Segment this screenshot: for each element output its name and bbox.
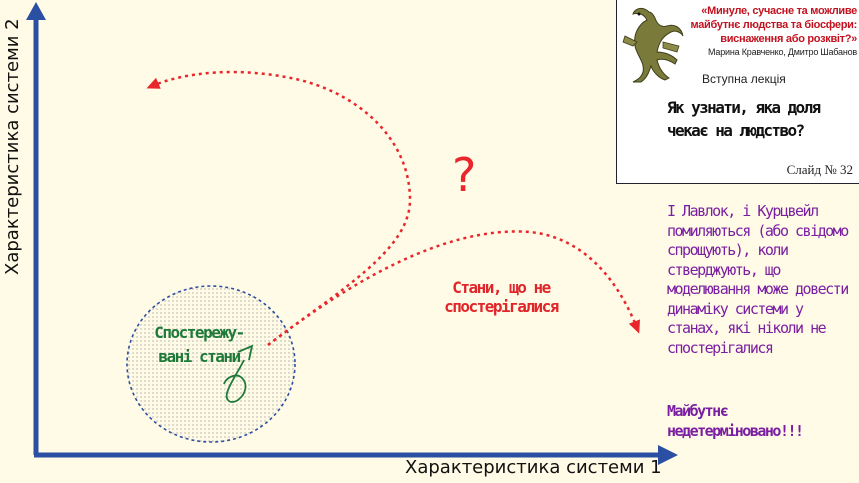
slide-number: Слайд № 32 (786, 162, 853, 177)
trajectory-right (267, 230, 641, 346)
note-text: І Лавлок, і Курцвейл помиляються (або св… (667, 202, 849, 357)
handwritten-arrow-icon (223, 359, 247, 403)
observed-states-label: Спостережу-вані стани (154, 323, 245, 366)
handwritten-arrowhead-icon (237, 344, 254, 361)
y-axis-arrowhead (26, 2, 46, 20)
lecture-series-title: «Минуле, сучасне та можливе майбутнє люд… (690, 5, 858, 45)
y-axis-label: Характеристика системи 2 (2, 18, 23, 275)
lecture-header: «Минуле, сучасне та можливе майбутнє люд… (616, 0, 859, 184)
lecture-question: Як узнати, яка доля чекає на людство? (667, 98, 821, 140)
trajectory-up-left (146, 70, 412, 346)
lecture-type: Вступна лекція (702, 72, 786, 86)
x-axis-arrowhead (658, 445, 678, 465)
question-mark: ? (452, 148, 477, 202)
conclusion-text: Майбутнє недетерміновано!!! (667, 402, 804, 440)
dragon-icon (622, 7, 684, 83)
unobserved-states-label: Стани, що не спостерігалися (444, 278, 559, 316)
x-axis-label: Характеристика системи 1 (405, 457, 662, 478)
observed-states-region (126, 285, 296, 443)
lecture-authors: Марина Кравченко, Дмитро Шабанов (708, 47, 857, 57)
